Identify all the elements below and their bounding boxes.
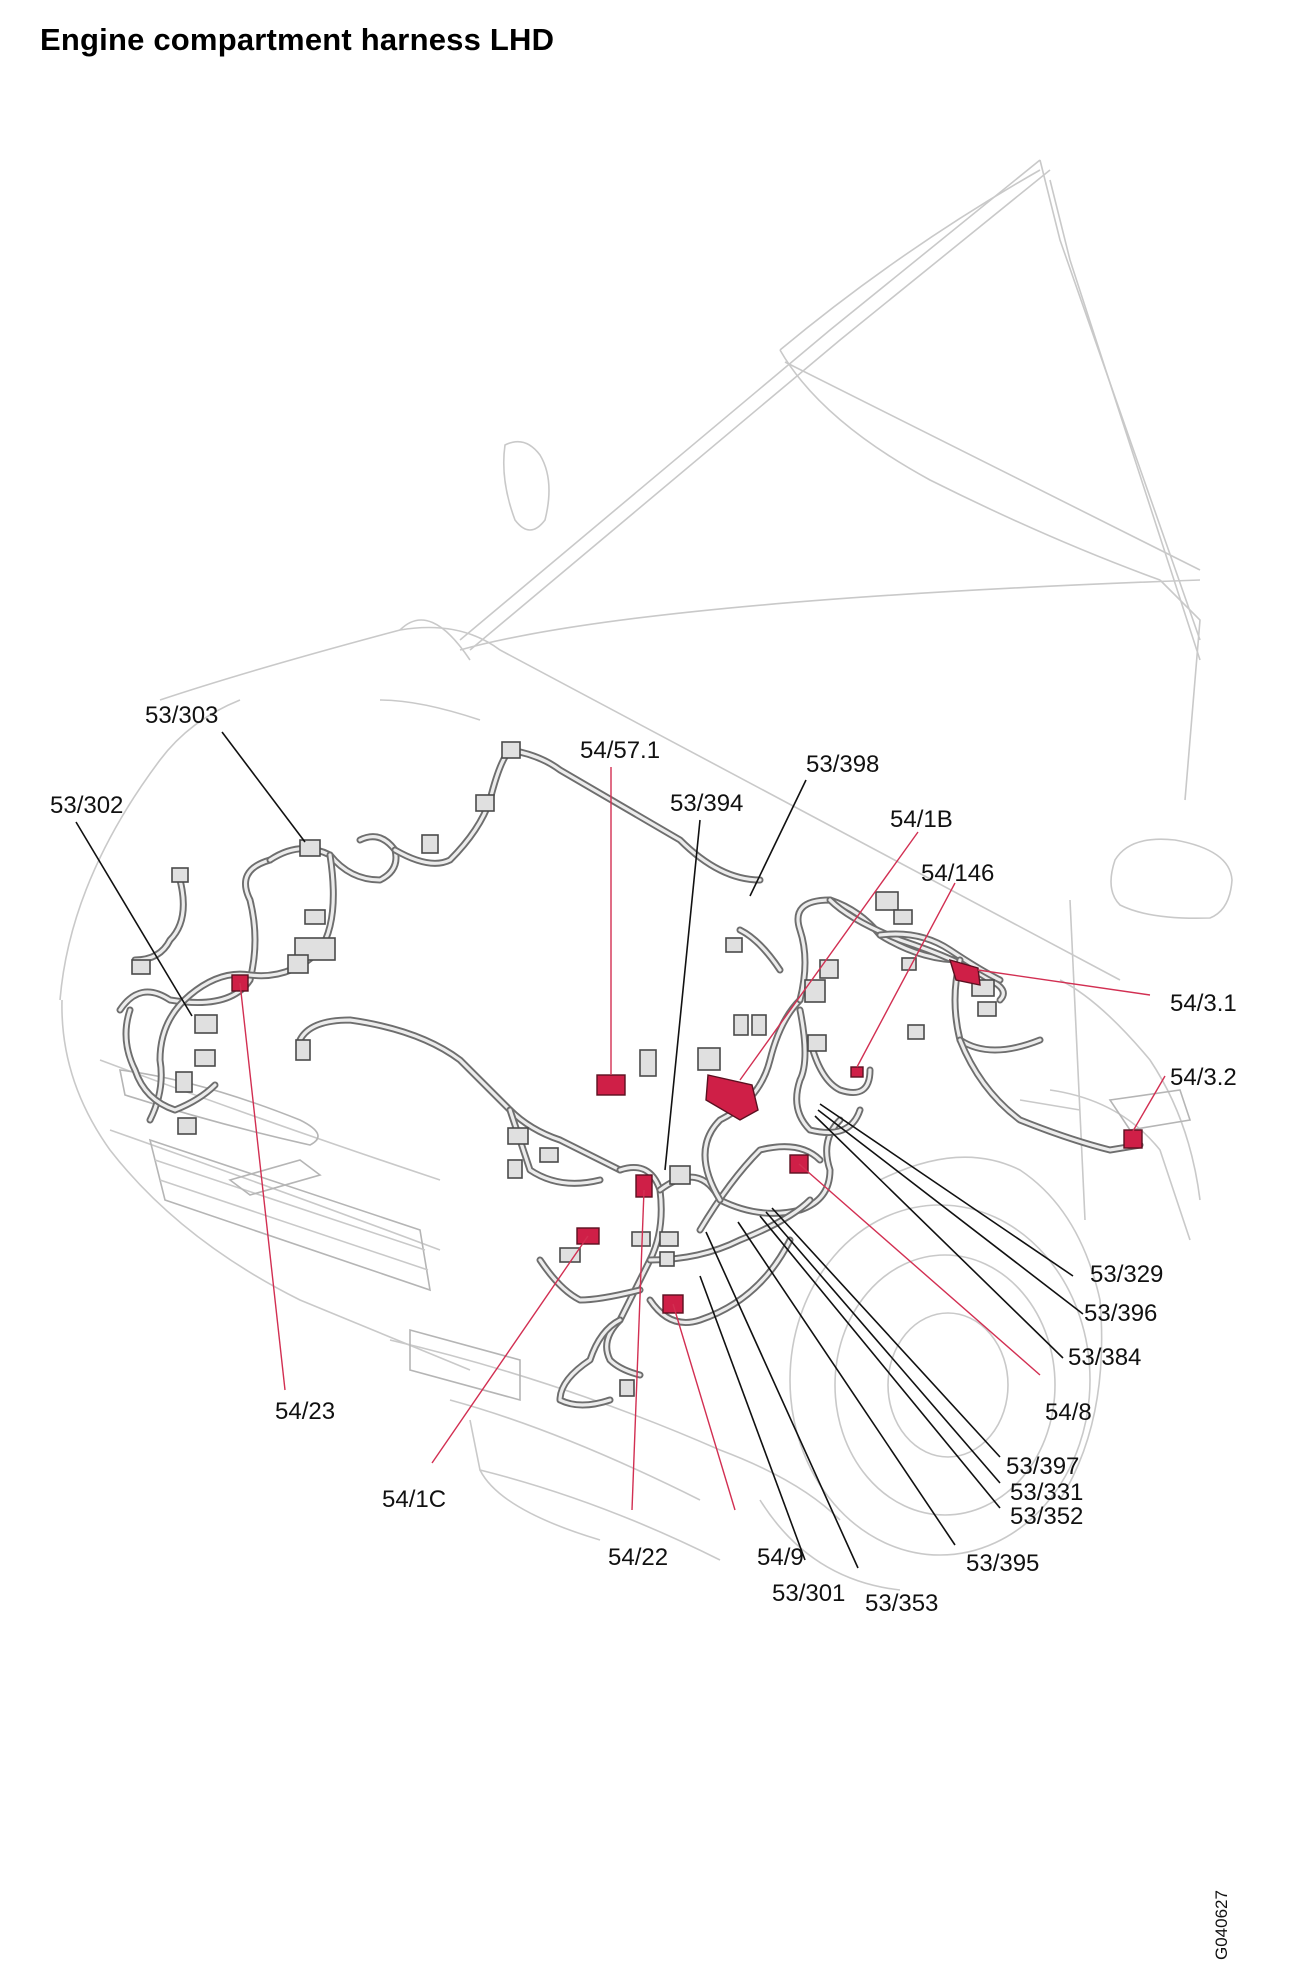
drawing-code: G040627 (1212, 1890, 1231, 1960)
label-53-331: 53/331 (1010, 1479, 1084, 1506)
connector-54-1B (705, 1074, 759, 1121)
label-53-302: 53/302 (50, 792, 124, 819)
connector-54-146 (850, 1066, 864, 1078)
label-53-396: 53/396 (1084, 1300, 1158, 1327)
label-53-303: 53/303 (145, 702, 219, 729)
harness-wires (116, 746, 1144, 1409)
label-54-57-1: 54/57.1 (580, 737, 661, 764)
label-54-3-2: 54/3.2 (1170, 1064, 1237, 1091)
label-53-394: 53/394 (670, 790, 744, 817)
label-53-352: 53/352 (1010, 1503, 1084, 1530)
label-54-3-1: 54/3.1 (1170, 990, 1237, 1017)
label-54-8: 54/8 (1045, 1399, 1092, 1426)
label-53-395: 53/395 (966, 1550, 1040, 1577)
connector-54-57-1 (596, 1074, 626, 1096)
label-54-22: 54/22 (608, 1544, 669, 1571)
label-54-1C: 54/1C (382, 1486, 447, 1513)
label-54-23: 54/23 (275, 1398, 336, 1425)
label-54-9: 54/9 (757, 1544, 804, 1571)
label-54-146: 54/146 (921, 860, 995, 887)
grey-connectors (131, 741, 997, 1397)
label-53-384: 53/384 (1068, 1344, 1142, 1371)
label-53-353: 53/353 (865, 1590, 939, 1617)
leader-lines (75, 731, 1166, 1569)
diagram-title: Engine compartment harness LHD (40, 22, 555, 57)
label-54-1B: 54/1B (890, 806, 953, 833)
connector-54-3-1 (948, 958, 981, 986)
label-53-397: 53/397 (1006, 1453, 1080, 1480)
car-body-outline (59, 159, 1233, 1591)
label-53-301: 53/301 (772, 1580, 846, 1607)
label-53-329: 53/329 (1090, 1261, 1164, 1288)
connector-54-3-2 (1123, 1129, 1143, 1149)
label-53-398: 53/398 (806, 751, 880, 778)
